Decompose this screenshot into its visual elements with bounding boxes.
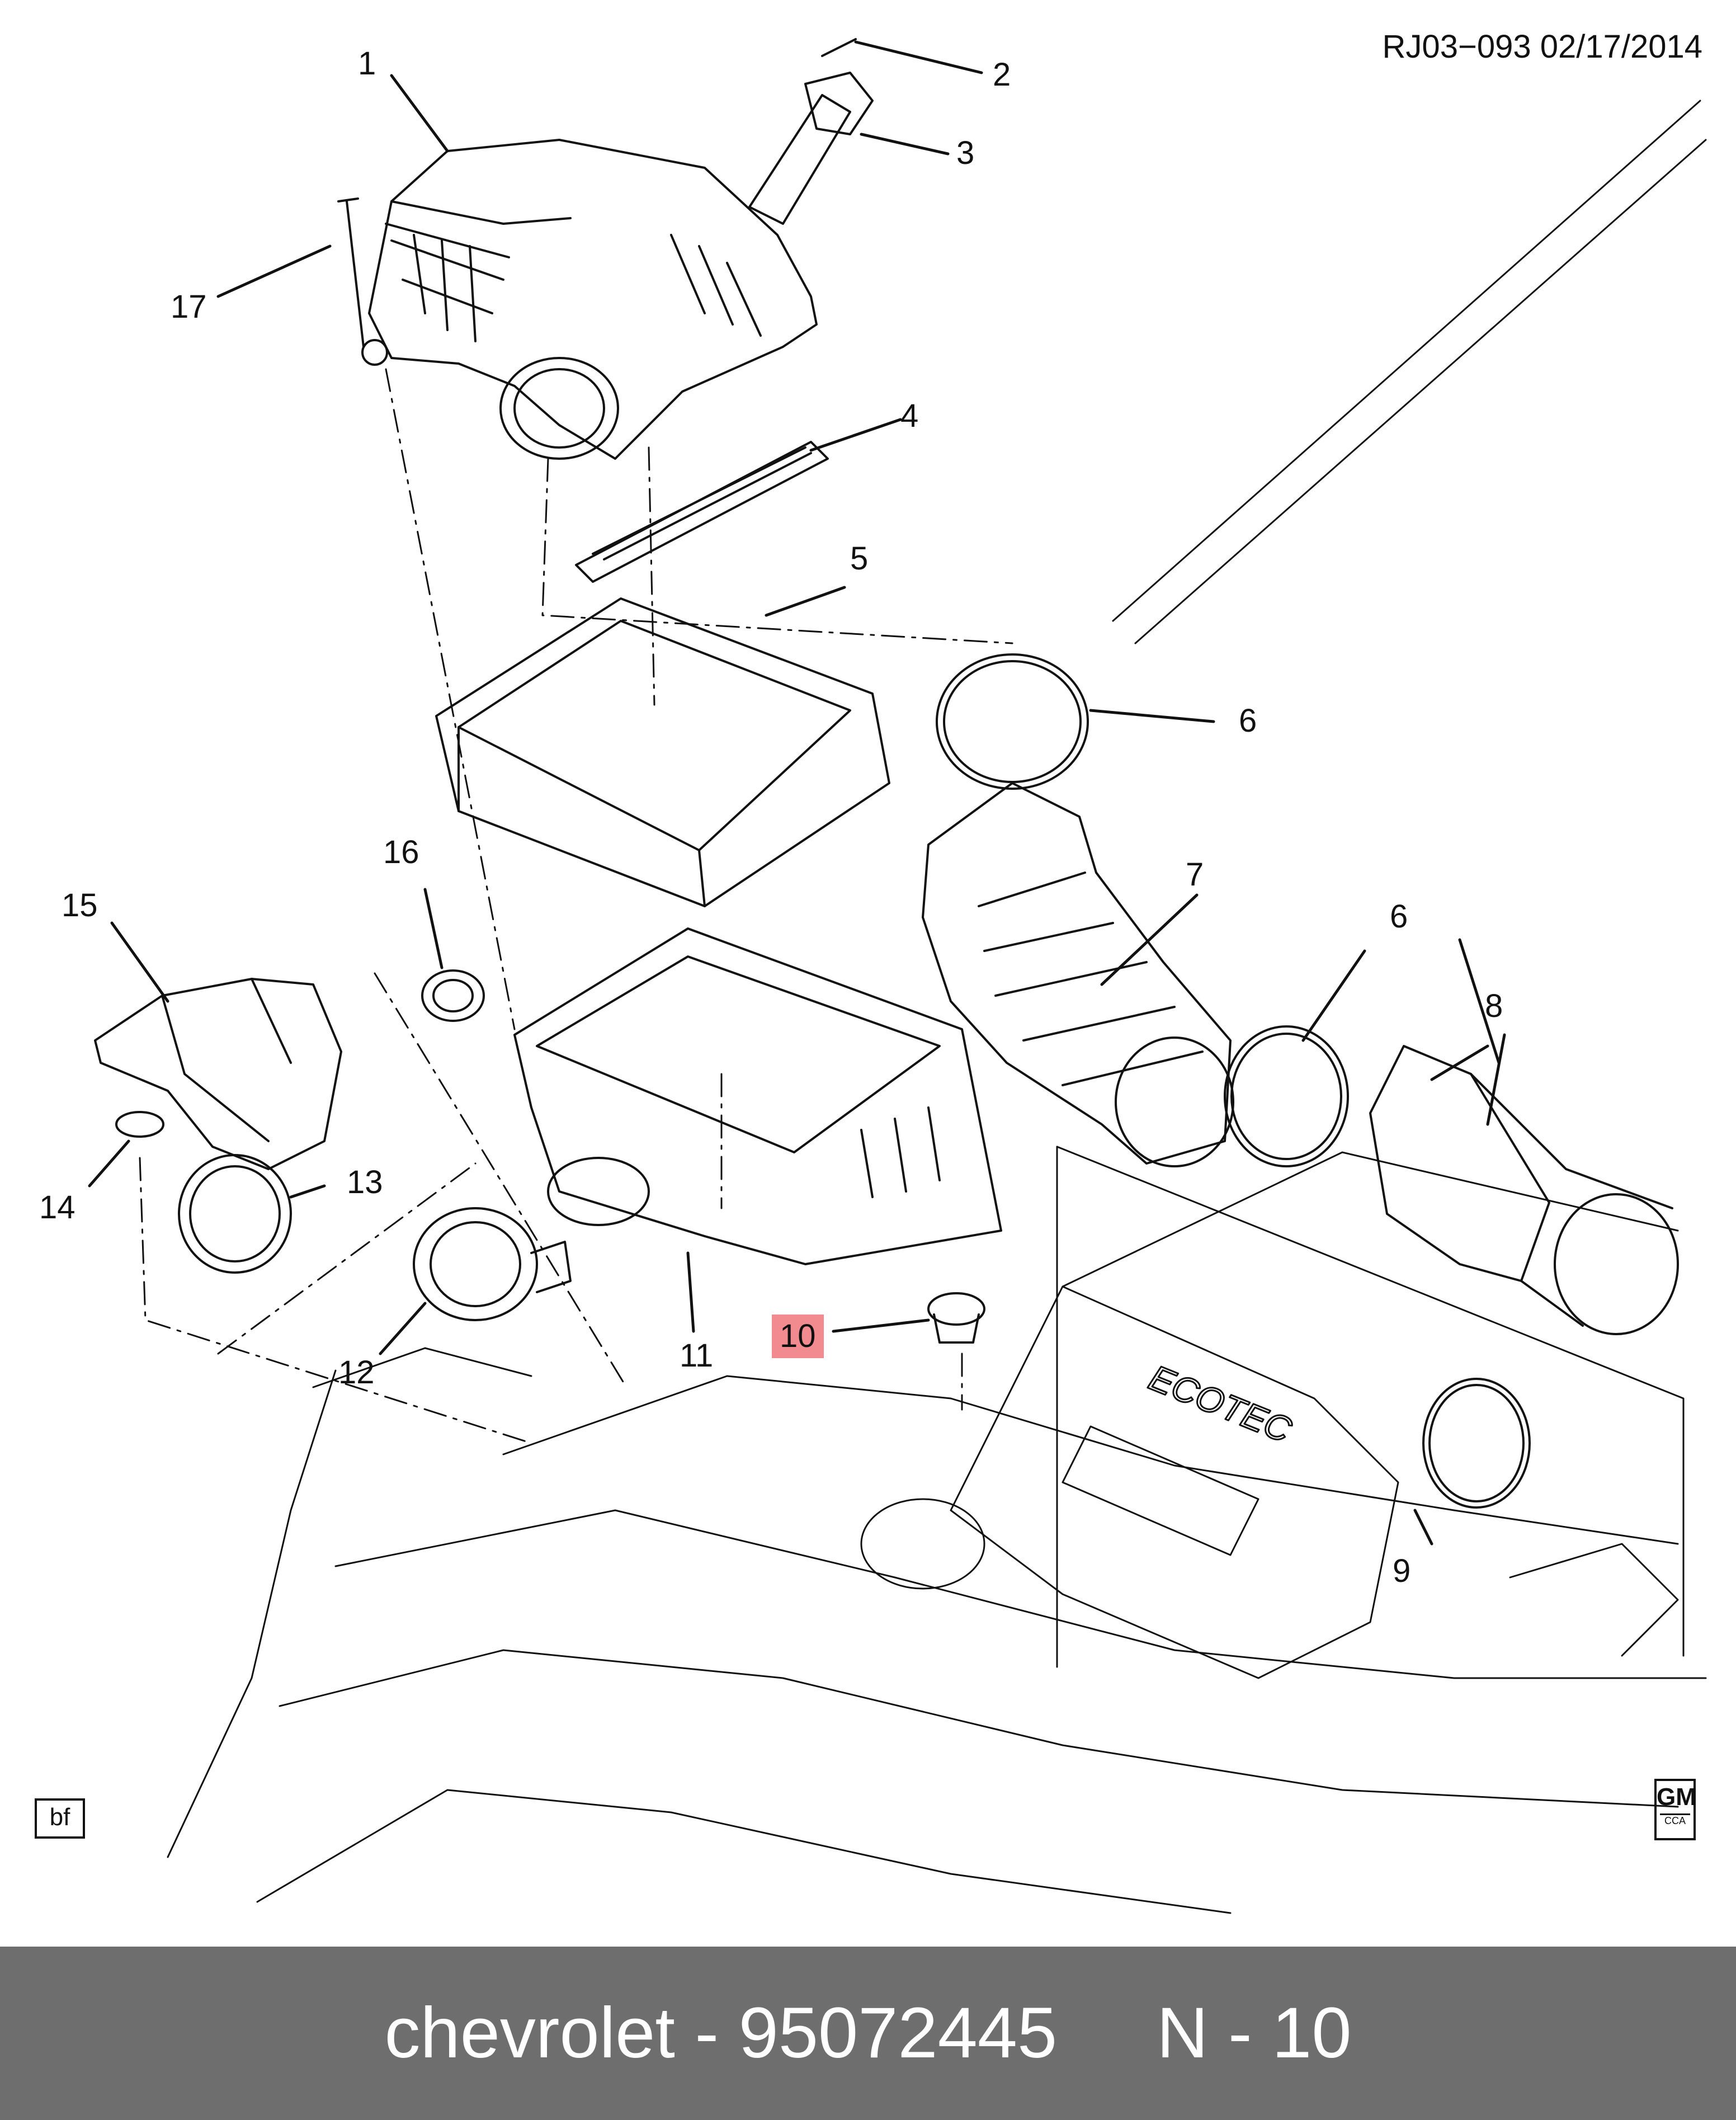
grommet-16: [421, 969, 485, 1022]
callout-13: 13: [347, 1164, 383, 1200]
air-cleaner-housing: [513, 927, 1002, 1265]
adapter-12: [413, 1207, 572, 1321]
callout-12: 12: [338, 1354, 375, 1391]
callout-11: 11: [680, 1337, 714, 1374]
filter-insert: [575, 441, 829, 583]
callout-7: 7: [1186, 856, 1204, 893]
callout-4: 4: [900, 398, 919, 434]
clamp-upper: [936, 653, 1089, 790]
parts-diagram: ECOTEC: [35, 29, 1707, 1914]
callout-1: 1: [358, 45, 376, 82]
corner-tag: bf: [35, 1798, 85, 1839]
callout-8: 8: [1485, 988, 1503, 1024]
diagram-lineart: ECOTEC: [88, 38, 1707, 1914]
gm-logo-sub: CCA: [1660, 1813, 1690, 1827]
callout-15: 15: [62, 887, 98, 924]
alignment-lines: [139, 368, 1013, 1444]
callout-2: 2: [993, 56, 1011, 93]
callout-6-lower: 6: [1390, 898, 1408, 935]
callout-9: 9: [1393, 1553, 1411, 1589]
callout-16: 16: [383, 834, 419, 870]
caption-text: chevrolet - 95072445 N - 10: [384, 1993, 1352, 2073]
air-filter-element: [435, 597, 890, 907]
maf-sensor: [748, 38, 874, 225]
grommet-14: [115, 1111, 164, 1138]
gm-logo-brand: GM: [1657, 1783, 1696, 1811]
leader-lines: [88, 40, 1506, 1546]
callout-14: 14: [39, 1189, 76, 1226]
caption-bar: chevrolet - 95072445 N - 10: [0, 1947, 1736, 2120]
clamp-lower: [1224, 1025, 1349, 1167]
callout-10: 10: [772, 1315, 824, 1358]
callout-17: 17: [171, 289, 207, 325]
clamp-9: [1422, 1378, 1531, 1509]
resonator: [1369, 1045, 1679, 1335]
gm-logo: GM CCA: [1654, 1779, 1696, 1840]
grommet-10: [927, 1292, 985, 1344]
callout-5: 5: [850, 540, 869, 577]
inlet-duct-15: [94, 978, 342, 1170]
seal-ring-13: [178, 1154, 292, 1274]
callout-6-upper: 6: [1239, 703, 1257, 739]
air-cleaner-cover: [361, 139, 818, 460]
bolt-17: [337, 197, 365, 348]
engine-bay-background: [167, 100, 1707, 1914]
engine-cover-label: ECOTEC: [1144, 1357, 1298, 1450]
callout-3: 3: [956, 135, 975, 171]
drawing-id: RJ03−093 02/17/2014: [1382, 29, 1702, 65]
intake-duct: [922, 782, 1234, 1167]
